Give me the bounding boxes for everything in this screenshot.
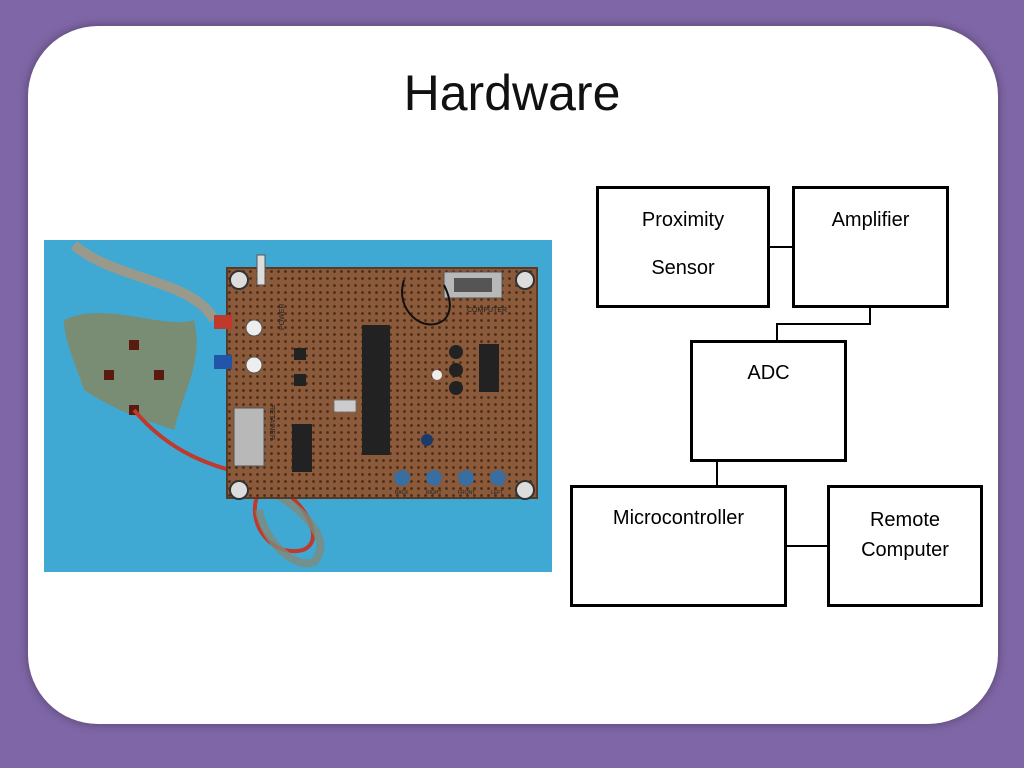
ic-chip (479, 344, 499, 392)
jumper (256, 254, 266, 286)
front-label: FRONT (458, 490, 475, 496)
component (449, 363, 463, 377)
left-button (490, 470, 506, 486)
connector-amplifier-adc (869, 306, 871, 324)
blue-lead (214, 355, 232, 369)
back-label: BACK (395, 490, 409, 496)
front-button (458, 470, 474, 486)
connector-adc-microcontroller (716, 460, 718, 487)
left-label: LEFT (491, 490, 503, 496)
connector-sensor-amplifier (768, 246, 794, 248)
proximity-sensor-label: Proximity (641, 209, 725, 231)
transistor (294, 348, 306, 360)
retainer-connector (233, 407, 265, 467)
standoff (515, 270, 535, 290)
remote-computer-label: Remote (869, 509, 941, 531)
right-button (426, 470, 442, 486)
adc-label: ADC (747, 362, 790, 384)
hardware-photo: POWER COMPUTER RETAINER BACK RIGHT FRONT… (44, 240, 552, 572)
microcontroller-box: Microcontroller (570, 485, 787, 607)
component (449, 381, 463, 395)
adc-box: ADC (690, 340, 847, 462)
power-terminal (245, 319, 263, 337)
slide-title: Hardware (403, 65, 621, 121)
power-terminal (245, 356, 263, 374)
remote-computer-box: Remote Computer (827, 485, 983, 607)
reset-button (421, 434, 433, 446)
standoff (229, 480, 249, 500)
back-button (394, 470, 410, 486)
cable (255, 486, 325, 568)
ic-chip (292, 424, 312, 472)
component (449, 345, 463, 359)
remote-computer-label: Computer (861, 539, 949, 561)
crystal (333, 399, 357, 413)
sensor-pad (129, 340, 139, 350)
retainer (64, 312, 197, 430)
cable (70, 241, 219, 323)
amplifier-box: Amplifier (792, 186, 949, 308)
amplifier-label: Amplifier (831, 209, 910, 231)
red-lead (214, 315, 232, 329)
connector-microcontroller-remote (785, 545, 829, 547)
standoff (515, 480, 535, 500)
power-label: POWER (279, 304, 286, 330)
sensor-pad (154, 370, 164, 380)
microcontroller-chip (362, 325, 390, 455)
connector-amplifier-adc (776, 323, 778, 342)
computer-label: COMPUTER (467, 307, 507, 314)
connector-amplifier-adc (776, 323, 871, 325)
microcontroller-label: Microcontroller (612, 507, 745, 529)
standoff (229, 270, 249, 290)
led (432, 370, 442, 380)
connector-pins (454, 278, 492, 292)
transistor (294, 374, 306, 386)
right-label: RIGHT (426, 490, 442, 496)
retainer-label: RETAINER (268, 405, 275, 440)
sensor-pad (104, 370, 114, 380)
wire (401, 279, 451, 326)
proximity-sensor-label: Sensor (651, 257, 715, 279)
proximity-sensor-box: Proximity Sensor (596, 186, 770, 308)
